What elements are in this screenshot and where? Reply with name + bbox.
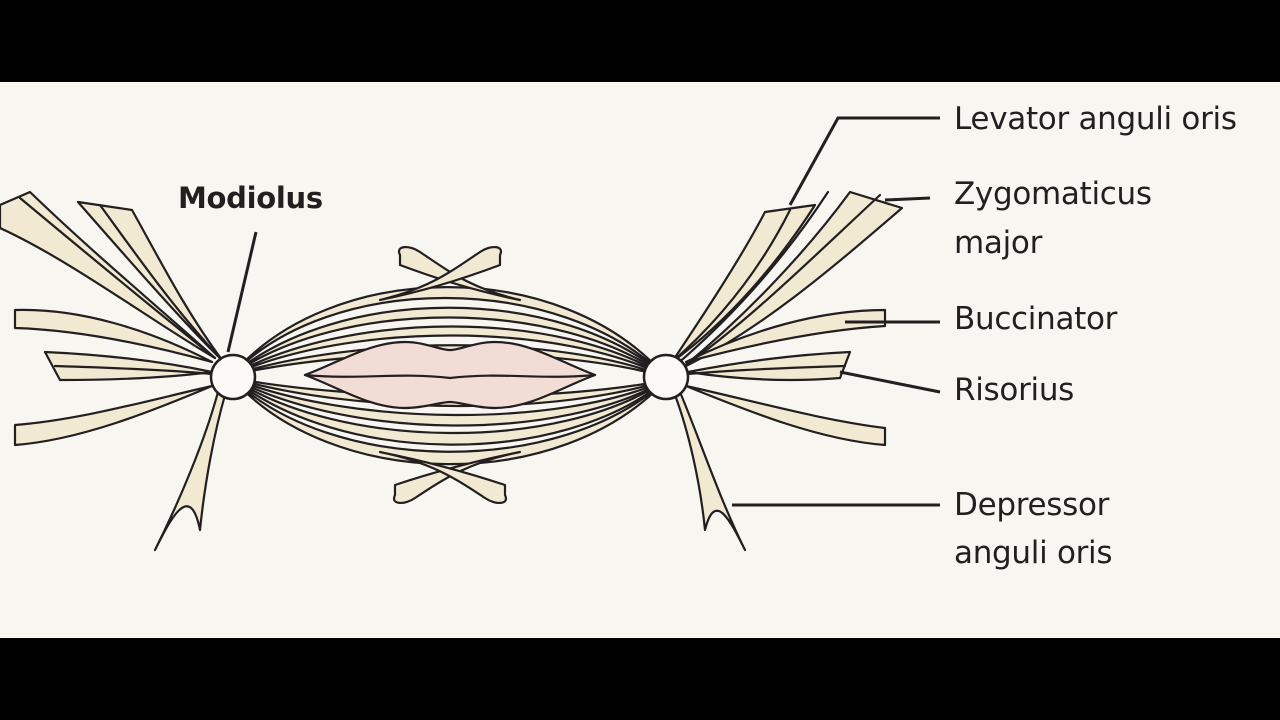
- label-risorius: Risorius: [954, 372, 1075, 408]
- label-zygomaticus-major-line2: major: [954, 225, 1043, 261]
- left-buccinator-lower: [13, 384, 214, 447]
- label-levator-anguli-oris: Levator anguli oris: [954, 101, 1237, 137]
- label-depressor-anguli-oris-line2: anguli oris: [954, 535, 1113, 571]
- right-buccinator-upper: [684, 308, 887, 364]
- left-depressor-anguli-oris: [153, 390, 227, 552]
- crossing-fibre-top-2: [378, 246, 503, 302]
- leader-risorius: [839, 370, 941, 394]
- right-buccinator-lower: [684, 384, 887, 447]
- label-depressor-anguli-oris-line1: Depressor: [954, 487, 1110, 523]
- left-modiolus: [209, 353, 257, 401]
- crossing-fibre-bottom-2: [378, 450, 508, 504]
- label-zygomaticus-major-line1: Zygomaticus: [954, 176, 1152, 212]
- leader-zygomaticus: [884, 196, 931, 202]
- label-modiolus: Modiolus: [178, 181, 323, 215]
- right-depressor-anguli-oris: [673, 390, 747, 552]
- label-buccinator: Buccinator: [954, 301, 1118, 337]
- right-modiolus: [642, 353, 690, 401]
- orbicularis-oris-upper: [230, 286, 668, 379]
- leader-modiolus: [226, 231, 258, 353]
- leader-levator: [788, 116, 940, 206]
- left-buccinator-upper: [13, 308, 214, 364]
